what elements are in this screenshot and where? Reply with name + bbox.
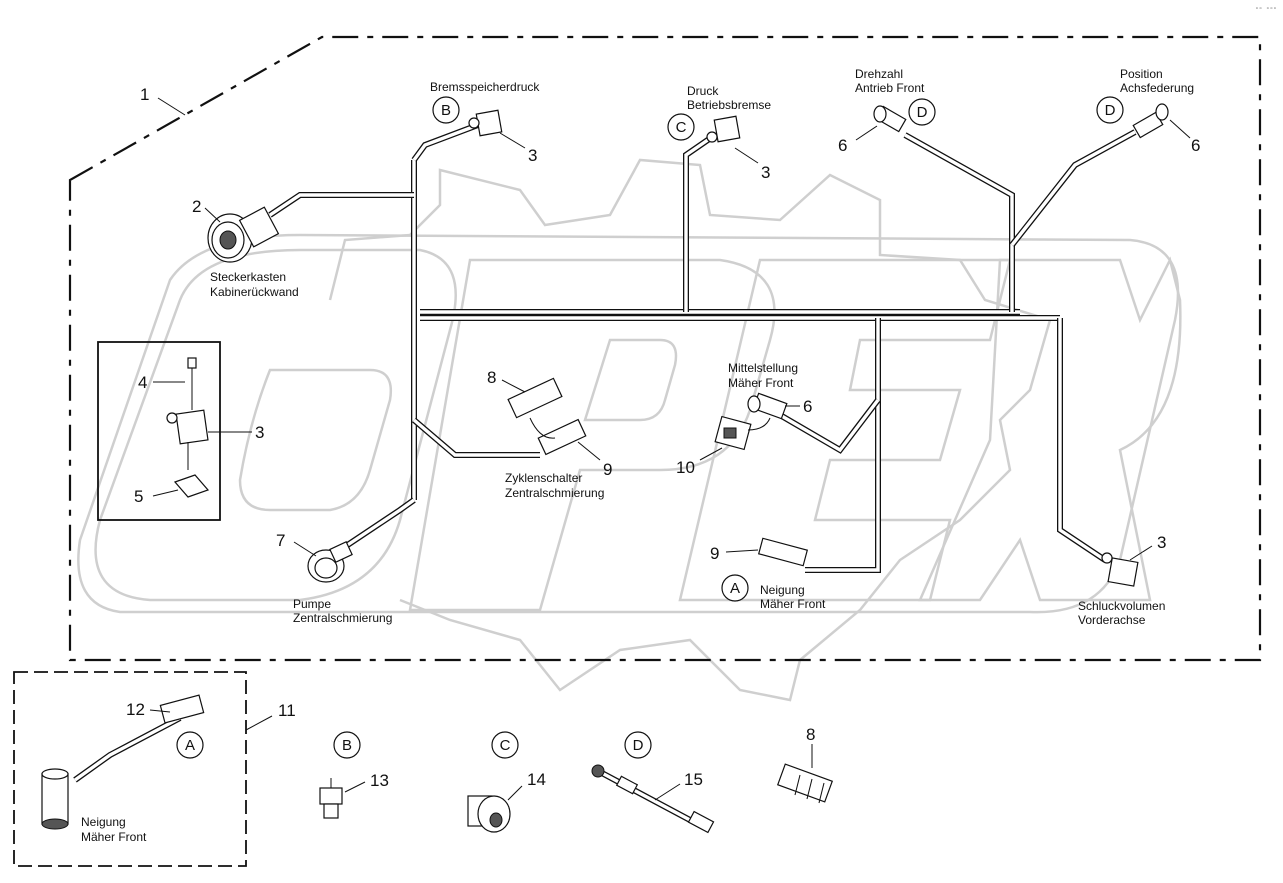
part-number-7: 7	[276, 531, 285, 550]
watermark-letter-x	[918, 256, 1182, 602]
caption-neigung-2: Mäher Front	[760, 597, 826, 611]
watermark-letter-o	[94, 248, 457, 602]
caption-drehzahl-2: Antrieb Front	[855, 81, 925, 95]
caption-neigung-1: Neigung	[760, 583, 805, 597]
neigung-sensor-kit	[41, 694, 205, 830]
part-number-9-a: 9	[603, 460, 612, 479]
caption-mittelstellung-2: Mäher Front	[728, 376, 794, 390]
part-number-4: 4	[138, 373, 147, 392]
caption-schluck-2: Vorderachse	[1078, 613, 1146, 627]
caption-drehzahl-1: Drehzahl	[855, 67, 903, 81]
part-number-3-b: 3	[528, 146, 537, 165]
callout-circle-b-legend	[333, 731, 361, 759]
callout-b-legend: B	[342, 737, 352, 754]
callout-a: A	[730, 580, 740, 597]
part-number-9-b: 9	[710, 544, 719, 563]
callout-c: C	[676, 119, 687, 136]
part-number-3-d: 3	[1157, 533, 1166, 552]
callout-d-2: D	[1105, 102, 1116, 119]
part-number-12: 12	[126, 700, 145, 719]
part-number-6-b: 6	[1191, 136, 1200, 155]
pressure-sensor-14	[467, 795, 511, 833]
plug-connector-8	[776, 763, 834, 804]
part-number-13: 13	[370, 771, 389, 790]
callout-a-box: A	[185, 737, 195, 754]
caption-pumpe-1: Pumpe	[293, 597, 331, 611]
pressure-switch-13	[319, 778, 343, 819]
assembly-boundary	[68, 35, 1262, 662]
callout-circle-a-box	[176, 731, 204, 759]
caption-bremsspeicherdruck: Bremsspeicherdruck	[430, 80, 540, 94]
detail-box-sensor-mount	[97, 341, 221, 521]
part-number-6-a: 6	[838, 136, 847, 155]
kit-box-11	[13, 671, 247, 867]
part-number-3-c: 3	[761, 163, 770, 182]
caption-neigung-box-2: Mäher Front	[81, 830, 147, 844]
callout-d-1: D	[917, 104, 928, 121]
callout-circle-d1	[908, 98, 936, 126]
part-number-11: 11	[278, 701, 296, 720]
callout-circle-a	[721, 574, 749, 602]
part-number-10: 10	[676, 458, 695, 477]
caption-position-1: Position	[1120, 67, 1163, 81]
corner-mark: ∘∘ ∘∘∘	[1255, 5, 1277, 12]
zyklenschalter-connectors	[507, 377, 587, 456]
part-number-15: 15	[684, 770, 703, 789]
pump-connector	[307, 541, 353, 583]
harness-wires	[268, 122, 1137, 573]
part-number-3-detail: 3	[255, 423, 264, 442]
sensor-mount-detail	[166, 357, 210, 498]
callout-circle-d-legend	[624, 731, 652, 759]
caption-pumpe-2: Zentralschmierung	[293, 611, 392, 625]
part-number-14: 14	[527, 770, 546, 789]
speed-sensor-d-left	[873, 105, 907, 133]
callout-circle-d2	[1096, 96, 1124, 124]
pressure-sensor-b	[468, 109, 503, 137]
caption-steckerkasten-1: Steckerkasten	[210, 270, 286, 284]
neigung-connector	[757, 537, 809, 567]
caption-neigung-box-1: Neigung	[81, 815, 126, 829]
callout-circle-c-legend	[491, 731, 519, 759]
leader-1	[157, 97, 186, 116]
schluckvolumen-sensor	[1101, 552, 1139, 587]
part-number-8-b: 8	[806, 725, 815, 744]
sensor-cable-15	[591, 764, 715, 834]
callout-c-legend: C	[500, 737, 511, 754]
part-number-1: 1	[140, 85, 149, 104]
watermark	[77, 158, 1182, 702]
callout-d-legend: D	[633, 737, 644, 754]
steckerkasten-connector	[207, 206, 280, 263]
caption-steckerkasten-2: Kabinerückwand	[210, 285, 299, 299]
caption-druck-2: Betriebsbremse	[687, 98, 771, 112]
caption-zyklenschalter-2: Zentralschmierung	[505, 486, 604, 500]
callout-circle-c	[667, 113, 695, 141]
caption-zyklenschalter-1: Zyklenschalter	[505, 471, 582, 485]
part-number-2: 2	[192, 197, 201, 216]
part-number-8-a: 8	[487, 368, 496, 387]
mittelstellung-sensor	[714, 392, 788, 451]
callout-b: B	[441, 102, 451, 119]
caption-druck-1: Druck	[687, 84, 719, 98]
pressure-sensor-c	[706, 115, 741, 143]
part-number-6-c: 6	[803, 397, 812, 416]
caption-position-2: Achsfederung	[1120, 81, 1194, 95]
caption-schluck-1: Schluckvolumen	[1078, 599, 1165, 613]
watermark-gear-outline	[328, 158, 1052, 702]
caption-mittelstellung-1: Mittelstellung	[728, 361, 798, 375]
position-sensor-d-right	[1132, 103, 1169, 139]
callout-circle-b	[432, 96, 460, 124]
part-number-5: 5	[134, 487, 143, 506]
